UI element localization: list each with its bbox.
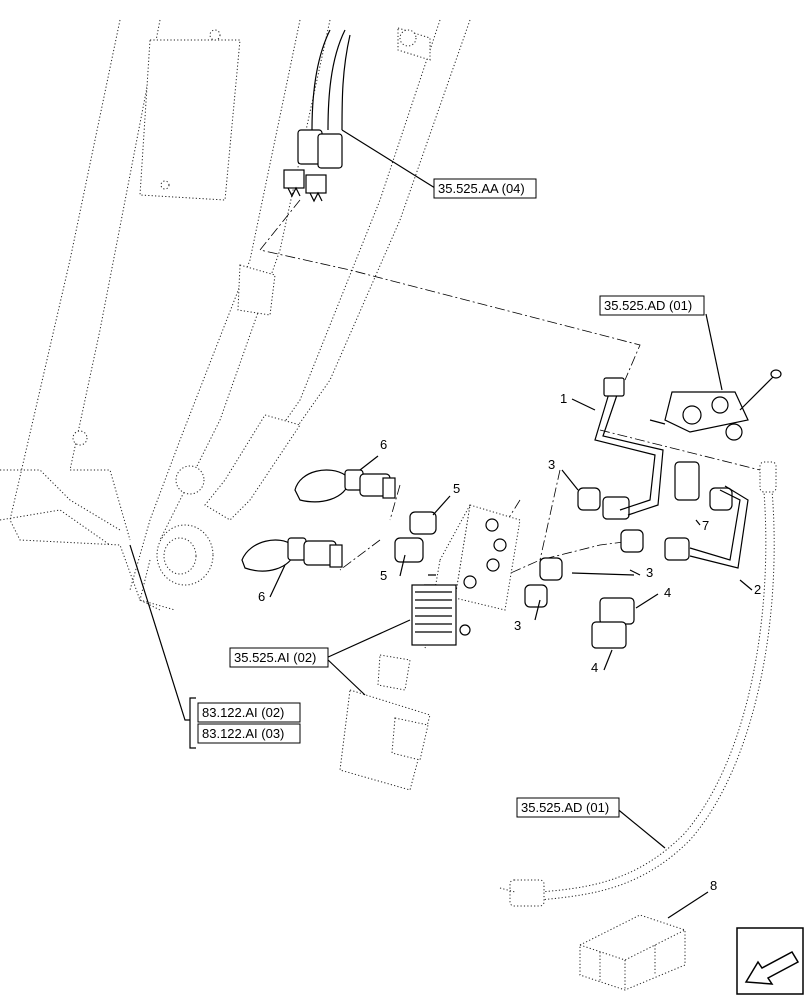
callout-numbers: 1 2 3 3 3 4 4 5 5 6 6 7 8 — [258, 391, 761, 893]
ref-35525ad01-top-label: 35.525.AD (01) — [604, 298, 692, 313]
upper-hose-couplers — [283, 29, 351, 203]
ref-35525aa04-label: 35.525.AA (04) — [438, 181, 525, 196]
ref-35525ad01-bottom-label: 35.525.AD (01) — [521, 800, 609, 815]
ref-83122ai02-label: 83.122.AI (02) — [202, 705, 284, 720]
callout-6-a: 6 — [380, 437, 387, 452]
arrow-left-down-icon[interactable] — [736, 927, 804, 995]
ref-83122ai03-label: 83.122.AI (03) — [202, 726, 284, 741]
valve-block — [411, 504, 521, 649]
ref-35525ad01-top[interactable]: 35.525.AD (01) — [599, 295, 705, 316]
callout-6-b: 6 — [258, 589, 265, 604]
callout-4-b: 4 — [591, 660, 598, 675]
callout-7: 7 — [702, 518, 709, 533]
callout-1: 1 — [560, 391, 567, 406]
mounting-bracket — [339, 654, 431, 791]
loader-arm-outline — [0, 19, 471, 611]
callout-3-a: 3 — [548, 457, 555, 472]
callout-5-a: 5 — [453, 481, 460, 496]
ref-35525ai02-label: 35.525.AI (02) — [234, 650, 316, 665]
fittings — [524, 461, 733, 649]
quick-couplers — [241, 469, 437, 572]
ref-83122ai03[interactable]: 83.122.AI (03) — [197, 723, 301, 744]
callout-5-b: 5 — [380, 568, 387, 583]
kit-box — [579, 914, 686, 991]
long-hose — [499, 461, 777, 907]
control-valve — [649, 369, 782, 441]
callout-4-a: 4 — [664, 585, 671, 600]
callout-3-c: 3 — [514, 618, 521, 633]
leader-lines — [129, 129, 753, 919]
callout-8: 8 — [710, 878, 717, 893]
ref-35525aa04[interactable]: 35.525.AA (04) — [433, 178, 537, 199]
ref-83122ai02[interactable]: 83.122.AI (02) — [197, 702, 301, 723]
ref-35525ad01-bottom[interactable]: 35.525.AD (01) — [516, 797, 620, 818]
steel-tubes — [594, 377, 749, 569]
callout-2: 2 — [754, 582, 761, 597]
ref-35525ai02[interactable]: 35.525.AI (02) — [229, 647, 329, 668]
callout-3-b: 3 — [646, 565, 653, 580]
